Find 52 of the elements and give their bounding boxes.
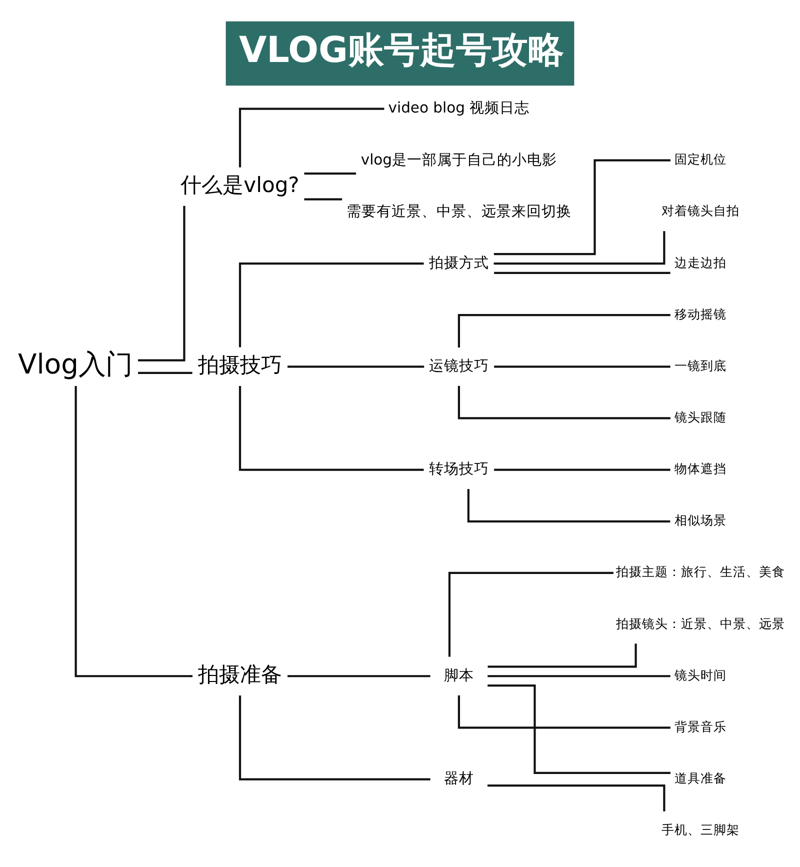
connector [288,366,424,368]
node-text: 固定机位 [674,152,727,167]
connector [494,366,670,368]
node-text: 镜头跟随 [674,410,727,424]
connector [304,172,356,175]
connector [238,108,384,168]
connector [238,696,430,780]
connector [494,468,670,471]
connector [487,784,666,812]
node-text: 拍摄技巧 [198,352,282,377]
node-text: 转场技巧 [428,460,489,478]
connector [138,206,186,362]
diagram-title: VLOG账号起号攻略 [238,30,564,72]
node-text: 拍摄主题：旅行、生活、美食 [616,564,786,580]
node-text: 相似场景 [674,512,727,528]
connector [488,644,637,668]
node-text: 拍摄准备 [198,661,282,686]
connector [494,159,670,256]
node-text: 拍摄镜头：近景、中景、远景 [616,616,786,631]
connector [238,386,424,471]
node-text: 道具准备 [674,770,727,786]
connector [458,314,670,348]
node-text: 镜头时间 [674,667,727,682]
node-text: 一镜到底 [674,358,727,373]
connector [288,675,430,678]
node-text: 边走边拍 [674,254,727,270]
node-text: 对着镜头自拍 [662,203,740,218]
connector [448,572,614,657]
node-text: 器材 [444,770,474,788]
connector [74,386,193,678]
node-text: video blog 视频日志 [388,100,530,117]
node-text: 手机、三脚架 [662,822,740,838]
node-text: 运镜技巧 [428,358,489,375]
connector [458,386,670,420]
connector [467,489,670,522]
node-text: 物体遮挡 [674,461,727,476]
connector [494,272,670,274]
connector [238,262,424,348]
connector [488,675,670,678]
node-text: vlog是一部属于自己的小电影 [360,151,558,168]
node-text: 拍摄方式 [428,254,489,272]
connector [138,372,192,374]
node-text: 移动摇镜 [674,306,727,322]
node-text: Vlog入门 [18,349,132,380]
node-text: 需要有近景、中景、远景来回切换 [346,202,572,220]
node-text: 什么是vlog? [180,172,300,197]
connector [458,695,670,729]
node-text: 脚本 [444,667,474,684]
node-text: 背景音乐 [674,718,727,734]
connector [494,231,666,265]
connector [304,198,342,200]
connector [488,684,670,774]
